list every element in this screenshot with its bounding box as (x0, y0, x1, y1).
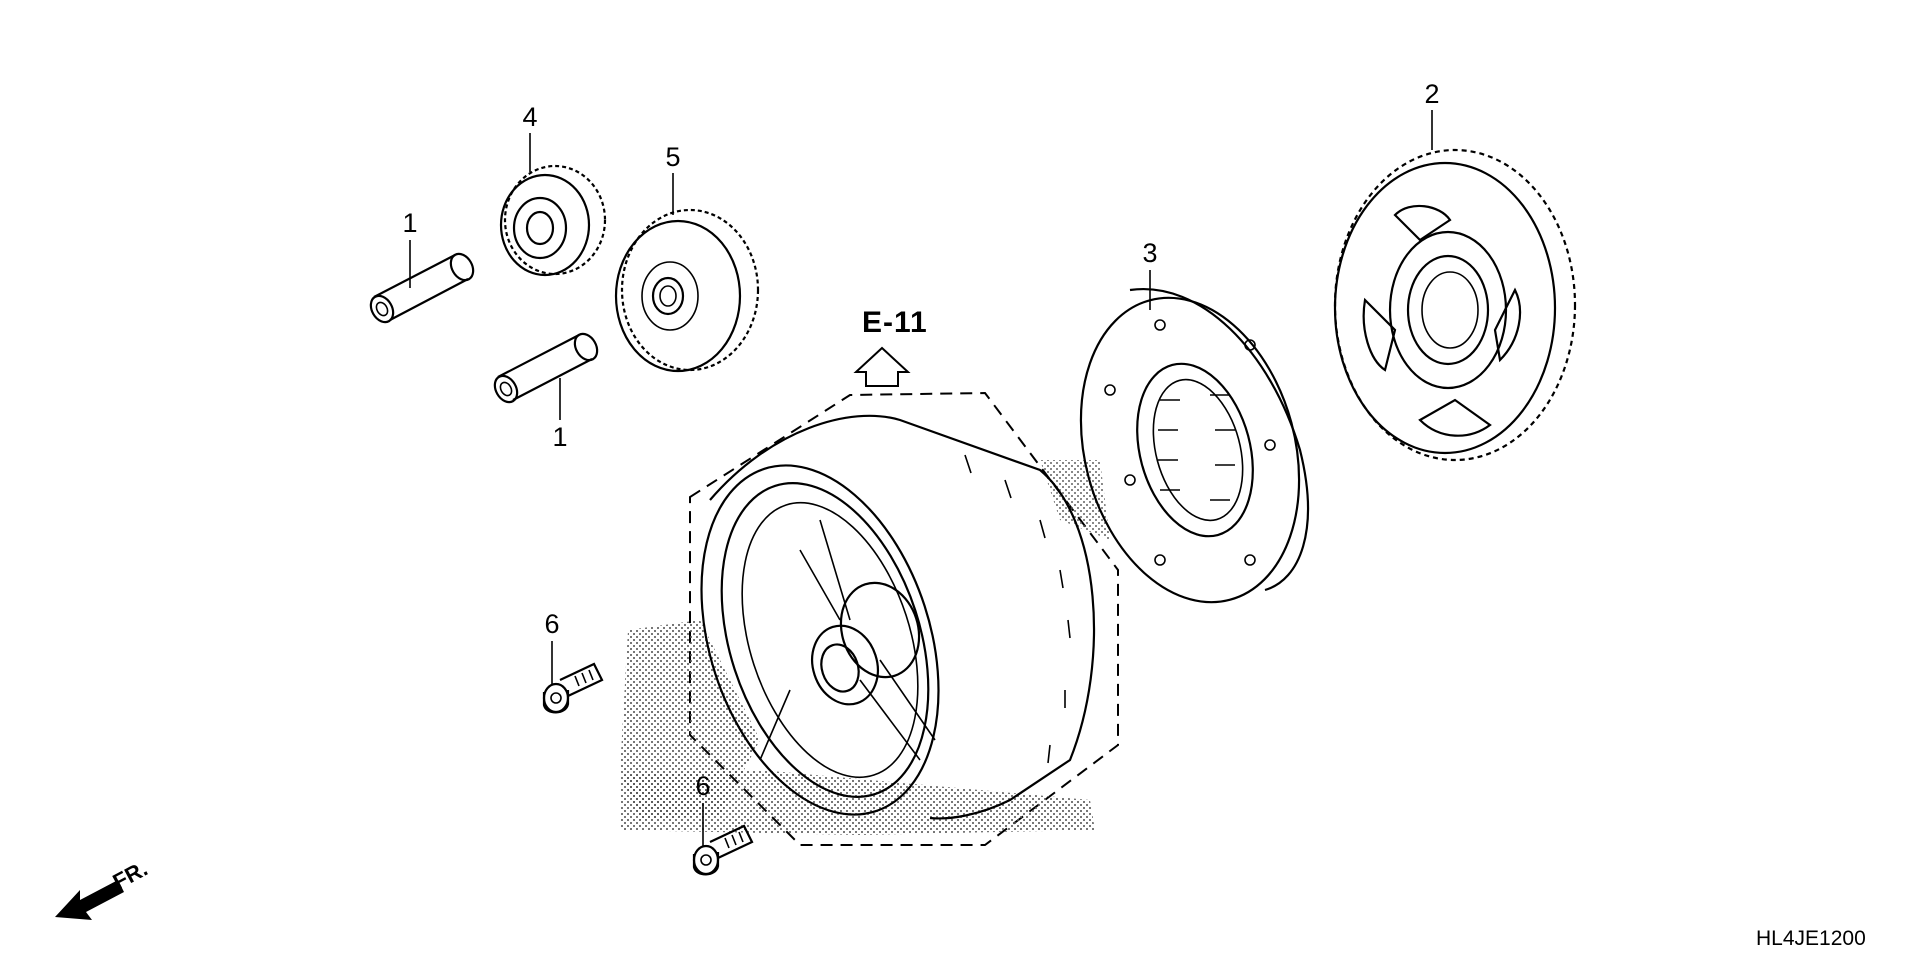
svg-text:6: 6 (695, 771, 710, 801)
clutch-bolt-holes (1104, 319, 1276, 566)
up-arrow-icon (853, 346, 911, 387)
callout-5[interactable]: 5 (665, 142, 681, 215)
flywheel-face (741, 501, 919, 779)
pin-upper[interactable] (366, 250, 477, 326)
flywheel-hub-outer (839, 581, 921, 679)
callout-6-lower[interactable]: 6 (695, 771, 711, 846)
svg-text:6: 6 (544, 609, 559, 639)
flywheel-drum (709, 414, 1096, 820)
clutch-rollers (1158, 394, 1235, 501)
svg-text:5: 5 (665, 142, 680, 172)
starter-clutch[interactable] (1048, 273, 1331, 627)
callout-3[interactable]: 3 (1142, 238, 1158, 310)
callout-6-upper[interactable]: 6 (544, 609, 560, 684)
front-arrow-icon (55, 880, 124, 920)
flywheel-shading-side (1040, 460, 1110, 540)
flywheel-outer-rim (700, 464, 940, 816)
reduction-gear-large[interactable] (614, 208, 760, 373)
flywheel-spokes (759, 519, 936, 761)
flywheel-hub-bore (820, 643, 860, 693)
flywheel-shading-lower (620, 770, 1095, 835)
reduction-gear-small[interactable] (499, 164, 607, 277)
callout-1-upper[interactable]: 1 (402, 208, 418, 288)
flywheel-hub (811, 624, 879, 706)
front-indicator: FR. (55, 856, 152, 920)
svg-text:3: 3 (1142, 238, 1157, 268)
bolt-upper[interactable] (542, 662, 604, 714)
reference-dashed-outline (689, 391, 1119, 846)
callout-1-lower[interactable]: 1 (552, 378, 568, 452)
gear-spoke-windows (1362, 204, 1522, 437)
svg-text:4: 4 (522, 102, 537, 132)
flywheel-inner-rim (720, 482, 930, 798)
svg-text:1: 1 (552, 422, 567, 452)
svg-text:2: 2 (1424, 79, 1439, 109)
callout-2[interactable]: 2 (1424, 79, 1440, 150)
flywheel-reference-assembly (620, 391, 1119, 846)
callout-4[interactable]: 4 (522, 102, 538, 172)
flywheel-shading (620, 620, 760, 820)
reference-marker[interactable]: E-11 (853, 306, 928, 387)
svg-text:1: 1 (402, 208, 417, 238)
starter-driven-gear[interactable] (1333, 148, 1577, 462)
bolt-lower[interactable] (692, 824, 754, 876)
reference-code[interactable]: E-11 (862, 306, 928, 339)
flywheel-notches (964, 454, 1071, 764)
pin-lower[interactable] (490, 330, 601, 406)
drawing-number: HL4JE1200 (1756, 927, 1866, 950)
